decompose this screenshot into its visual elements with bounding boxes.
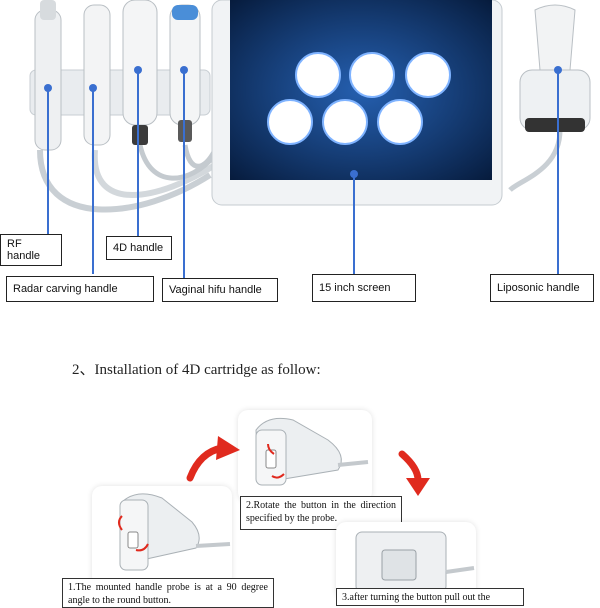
callout-line-screen [353, 174, 355, 276]
down-arrow-icon [398, 450, 422, 484]
arrowhead-icon [406, 478, 430, 496]
arrowhead-icon [216, 436, 240, 460]
callout-line-4d [137, 70, 139, 236]
label-radar-carving-handle: Radar carving handle [6, 276, 154, 302]
label-liposonic-handle: Liposonic handle [490, 274, 594, 302]
callout-line-radar [92, 88, 94, 274]
step2-photo [238, 410, 372, 502]
step3-photo [336, 522, 476, 600]
label-vaginal-hifu-handle: Vaginal hifu handle [162, 278, 278, 302]
product-image [29, 0, 591, 213]
cartridge-image [355, 531, 475, 593]
label-rf-handle: RF handle [0, 234, 62, 266]
machine-illustration [29, 0, 591, 213]
handle-probe-image [255, 417, 369, 486]
callout-line-rf [47, 88, 49, 236]
callout-line-liposonic [557, 70, 559, 276]
step1-photo [92, 486, 232, 586]
section-title: 2、Installation of 4D cartridge as follow… [72, 362, 321, 378]
label-15-inch-screen: 15 inch screen [312, 274, 416, 302]
step2-caption: 2.Rotate the button in the direction spe… [240, 496, 402, 530]
callout-line-vaginal [183, 70, 185, 278]
label-4d-handle: 4D handle [106, 236, 172, 260]
handle-probe-image [118, 493, 231, 571]
